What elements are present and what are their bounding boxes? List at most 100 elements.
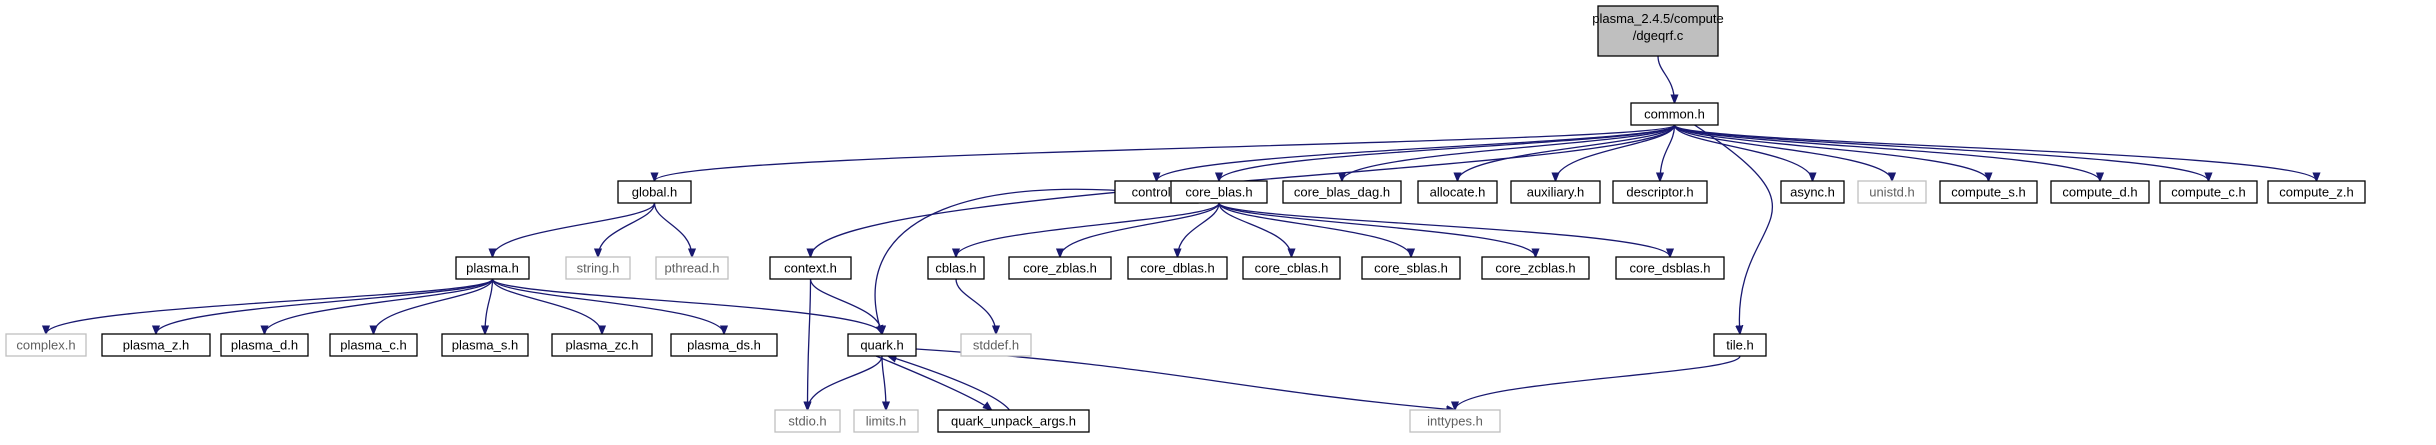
node-label: limits.h	[866, 414, 906, 429]
node-inttypes: inttypes.h	[1409, 409, 1501, 433]
node-compute-z[interactable]: compute_z.h	[2267, 180, 2366, 204]
node-core-zcblas[interactable]: core_zcblas.h	[1481, 256, 1590, 280]
node-box	[455, 256, 530, 280]
edge-common-to-core_blas_dag	[1342, 124, 1676, 181]
node-quark-unpack-args[interactable]: quark_unpack_args.h	[937, 409, 1090, 433]
edge-quark-to-inttypes	[915, 348, 1455, 410]
node-tile[interactable]: tile.h	[1713, 333, 1767, 357]
node-common[interactable]: common.h	[1630, 102, 1719, 126]
node-label: plasma_z.h	[123, 338, 189, 353]
node-box	[1780, 180, 1845, 204]
edges-layer	[46, 55, 2317, 411]
node-compute-c[interactable]: compute_c.h	[2159, 180, 2258, 204]
node-core-cblas[interactable]: core_cblas.h	[1242, 256, 1341, 280]
node-box	[1170, 180, 1268, 204]
edge-common-to-core_blas	[1219, 124, 1676, 181]
node-label: control.h	[1132, 185, 1182, 200]
node-global[interactable]: global.h	[617, 180, 692, 204]
edge-quark_unpack_args-to-quark	[888, 356, 1011, 411]
node-box	[617, 180, 692, 204]
edge-common-to-auxiliary	[1556, 124, 1676, 181]
node-auxiliary[interactable]: auxiliary.h	[1510, 180, 1601, 204]
node-core-zblas[interactable]: core_zblas.h	[1008, 256, 1112, 280]
edge-core_blas-to-core_sblas	[1218, 202, 1411, 257]
node-box	[5, 333, 87, 357]
node-label: cblas.h	[935, 261, 976, 276]
node-box	[551, 333, 653, 357]
edge-plasma-to-complex	[46, 278, 494, 334]
node-box	[853, 409, 919, 433]
node-box	[441, 333, 529, 357]
edge-plasma-to-quark	[491, 278, 883, 334]
node-label: allocate.h	[1430, 185, 1486, 200]
node-label: plasma.h	[466, 261, 519, 276]
node-box	[329, 333, 418, 357]
node-plasma-z[interactable]: plasma_z.h	[101, 333, 211, 357]
node-cblas[interactable]: cblas.h	[927, 256, 985, 280]
node-root[interactable]: plasma_2.4.5/compute/dgeqrf.c	[1592, 5, 1724, 57]
node-descriptor[interactable]: descriptor.h	[1612, 180, 1708, 204]
node-allocate[interactable]: allocate.h	[1417, 180, 1498, 204]
node-label: core_zblas.h	[1023, 261, 1097, 276]
node-plasma-d[interactable]: plasma_d.h	[220, 333, 309, 357]
edge-quark-to-stdio	[808, 355, 883, 410]
node-label: core_blas_dag.h	[1294, 185, 1390, 200]
edge-plasma-to-plasma_d	[265, 278, 494, 334]
node-box	[2050, 180, 2150, 204]
node-core-dblas[interactable]: core_dblas.h	[1127, 256, 1228, 280]
node-core-dsblas[interactable]: core_dsblas.h	[1615, 256, 1725, 280]
node-compute-s[interactable]: compute_s.h	[1939, 180, 2038, 204]
edge-common-to-tile	[1694, 124, 1773, 334]
node-label: plasma_d.h	[231, 338, 298, 353]
node-label: async.h	[1790, 185, 1835, 200]
node-root-label-line: plasma_2.4.5/compute	[1592, 11, 1724, 26]
node-box	[2159, 180, 2258, 204]
node-plasma[interactable]: plasma.h	[455, 256, 530, 280]
node-label: context.h	[784, 261, 837, 276]
node-label: common.h	[1644, 107, 1705, 122]
node-label: core_dsblas.h	[1630, 261, 1711, 276]
node-core-blas-dag[interactable]: core_blas_dag.h	[1282, 180, 1402, 204]
node-stdio: stdio.h	[774, 409, 841, 433]
node-label: plasma_zc.h	[566, 338, 639, 353]
node-complex: complex.h	[5, 333, 87, 357]
node-label: quark.h	[860, 338, 903, 353]
edge-common-to-compute_s	[1673, 124, 1989, 181]
node-box	[1612, 180, 1708, 204]
node-plasma-ds[interactable]: plasma_ds.h	[670, 333, 778, 357]
node-label: core_blas.h	[1185, 185, 1252, 200]
node-label: inttypes.h	[1427, 414, 1483, 429]
node-plasma-zc[interactable]: plasma_zc.h	[551, 333, 653, 357]
node-box	[1510, 180, 1601, 204]
edge-common-to-unistd	[1673, 124, 1893, 181]
node-label: plasma_s.h	[452, 338, 518, 353]
node-label: descriptor.h	[1626, 185, 1693, 200]
node-label: global.h	[632, 185, 678, 200]
node-label: compute_d.h	[2062, 185, 2137, 200]
edge-global-to-pthread	[653, 202, 693, 257]
node-label: tile.h	[1726, 338, 1753, 353]
node-context[interactable]: context.h	[769, 256, 852, 280]
node-box	[2267, 180, 2366, 204]
edge-common-to-async	[1673, 124, 1813, 181]
node-quark[interactable]: quark.h	[847, 333, 917, 357]
edge-common-to-compute_c	[1673, 124, 2209, 181]
edge-tile-to-inttypes	[1455, 355, 1741, 410]
node-compute-d[interactable]: compute_d.h	[2050, 180, 2150, 204]
node-root-label-line: /dgeqrf.c	[1633, 28, 1684, 43]
node-core-sblas[interactable]: core_sblas.h	[1361, 256, 1461, 280]
node-box	[1857, 180, 1927, 204]
node-label: unistd.h	[1869, 185, 1915, 200]
edge-core_blas-to-quark	[874, 188, 1200, 334]
node-async[interactable]: async.h	[1780, 180, 1845, 204]
node-box	[1409, 409, 1501, 433]
edge-core_blas-to-core_zblas	[1060, 202, 1220, 257]
node-core-blas[interactable]: core_blas.h	[1170, 180, 1268, 204]
node-box	[927, 256, 985, 280]
node-plasma-c[interactable]: plasma_c.h	[329, 333, 418, 357]
node-label: stddef.h	[973, 338, 1019, 353]
node-box	[1361, 256, 1461, 280]
edge-core_blas-to-core_dblas	[1178, 202, 1220, 257]
node-plasma-s[interactable]: plasma_s.h	[441, 333, 529, 357]
